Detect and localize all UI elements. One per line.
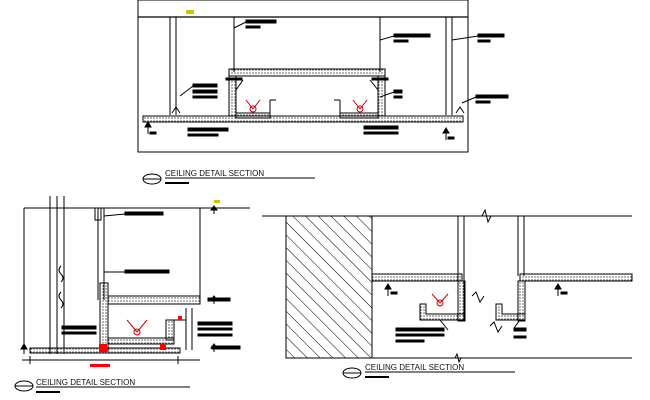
bottom-left-caption: CEILING DETAIL SECTION	[14, 378, 190, 393]
light-fixture-icon	[431, 293, 449, 307]
level-marker-icon	[20, 205, 218, 354]
ceiling-board	[142, 115, 464, 123]
ceiling-box	[228, 68, 386, 77]
light-fixture-icon	[126, 319, 148, 336]
bottom-right-ceiling-detail	[262, 208, 633, 364]
ceiling-box	[99, 282, 109, 352]
top-caption-text: CEILING DETAIL SECTION	[165, 169, 264, 178]
light-fixture-icon	[455, 106, 465, 114]
top-ceiling-detail	[137, 0, 509, 153]
top-caption: CEILING DETAIL SECTION	[142, 169, 315, 185]
bottom-left-caption-text: CEILING DETAIL SECTION	[36, 378, 135, 387]
bottom-left-ceiling-detail	[20, 196, 250, 367]
bottom-right-caption: CEILING DETAIL SECTION	[342, 363, 515, 379]
label-bars	[179, 19, 509, 137]
light-fixture-icon	[352, 99, 368, 113]
bottom-right-caption-text: CEILING DETAIL SECTION	[365, 363, 464, 372]
level-marker-icon	[384, 283, 568, 296]
yellow-level-marker	[186, 10, 194, 14]
top-detail-frame	[137, 0, 469, 153]
hatched-wall	[285, 215, 373, 359]
light-fixture-icon	[171, 106, 181, 114]
level-marker-icon	[144, 121, 455, 140]
light-fixture-icon	[245, 99, 261, 113]
label-bars	[395, 319, 527, 343]
label-bars	[61, 211, 241, 350]
